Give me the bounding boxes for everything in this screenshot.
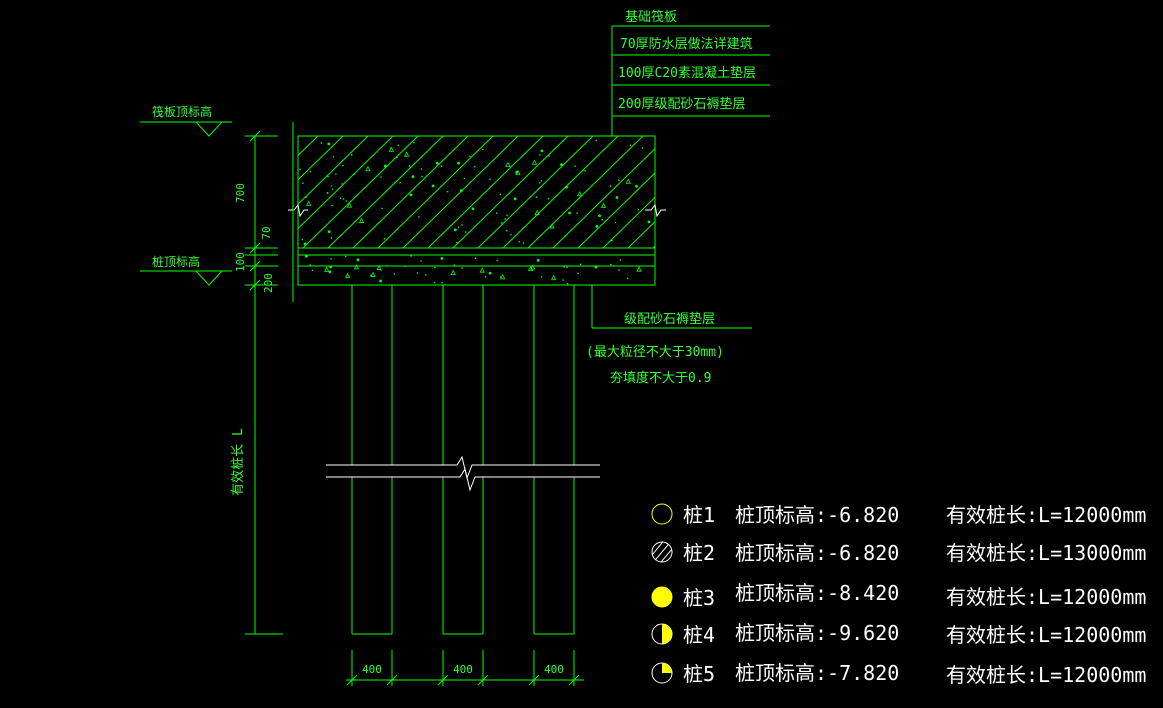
piles bbox=[326, 285, 600, 635]
gravel-note: 级配砂石褥垫层 (最大粒径不大于30mm) 夯填度不大于0.9 bbox=[586, 285, 752, 386]
pile-width-2: 400 bbox=[453, 663, 473, 676]
legend-len-4: 有效桩长:L=12000mm bbox=[946, 623, 1146, 647]
filled-circle-icon bbox=[651, 586, 673, 608]
raft-top-elevation-label: 筏板顶标高 bbox=[152, 104, 212, 119]
bottom-dimensions: 400 400 400 bbox=[346, 650, 584, 686]
layer-item-waterproof: 70厚防水层做法详建筑 bbox=[620, 36, 753, 52]
legend-top-1: 桩顶标高:-6.820 bbox=[735, 503, 899, 527]
half-circle-icon bbox=[651, 623, 673, 645]
dim-raft: 700 bbox=[234, 183, 247, 203]
layer-annotation: 基础筏板 70厚防水层做法详建筑 100厚C20素混凝土垫层 200厚级配砂石褥… bbox=[611, 9, 770, 136]
left-dimensions: 700 70 100 200 有效桩长 L bbox=[231, 122, 294, 635]
layer-item-gravel: 200厚级配砂石褥垫层 bbox=[618, 96, 745, 112]
gravel-note-line1: (最大粒径不大于30mm) bbox=[586, 345, 724, 360]
dim-gravel: 200 bbox=[262, 273, 275, 293]
legend-name-1: 桩1 bbox=[683, 503, 715, 527]
legend-len-3: 有效桩长:L=12000mm bbox=[946, 585, 1146, 609]
pile-width-3: 400 bbox=[544, 663, 564, 676]
pile-width-1: 400 bbox=[362, 663, 382, 676]
layer-item-concrete: 100厚C20素混凝土垫层 bbox=[618, 65, 756, 81]
dim-concrete: 100 bbox=[234, 252, 247, 272]
legend-name-3: 桩3 bbox=[683, 586, 715, 610]
legend-len-2: 有效桩长:L=13000mm bbox=[946, 541, 1146, 565]
pile-legend: 桩1 桩2 桩3 桩4 桩5 桩顶标高:-6.820 桩顶标高:-6.820 桩… bbox=[651, 503, 1146, 687]
raft-hatch bbox=[298, 136, 655, 248]
hatched-circle-icon bbox=[651, 541, 673, 563]
elevation-marks: 筏板顶标高 桩顶标高 bbox=[140, 104, 232, 286]
legend-top-4: 桩顶标高:-9.620 bbox=[735, 621, 899, 645]
empty-circle-icon bbox=[651, 503, 673, 525]
legend-top-2: 桩顶标高:-6.820 bbox=[735, 541, 899, 565]
legend-len-1: 有效桩长:L=12000mm bbox=[946, 503, 1146, 527]
gravel-note-line2: 夯填度不大于0.9 bbox=[610, 370, 711, 386]
gravel-note-title: 级配砂石褥垫层 bbox=[624, 311, 715, 327]
legend-top-5: 桩顶标高:-7.820 bbox=[735, 661, 899, 685]
effective-length-label: 有效桩长 L bbox=[231, 428, 246, 496]
legend-top-3: 桩顶标高:-8.420 bbox=[735, 581, 899, 605]
pile-top-elevation-label: 桩顶标高 bbox=[152, 254, 200, 269]
legend-name-4: 桩4 bbox=[683, 623, 715, 647]
legend-name-2: 桩2 bbox=[683, 541, 715, 565]
dim-waterproof: 70 bbox=[260, 226, 273, 239]
quarter-circle-icon bbox=[651, 662, 673, 684]
raft-slab bbox=[288, 135, 666, 286]
legend-len-5: 有效桩长:L=12000mm bbox=[946, 663, 1146, 687]
concrete-dots bbox=[299, 139, 651, 285]
legend-name-5: 桩5 bbox=[683, 662, 715, 686]
layer-header: 基础筏板 bbox=[625, 9, 677, 25]
